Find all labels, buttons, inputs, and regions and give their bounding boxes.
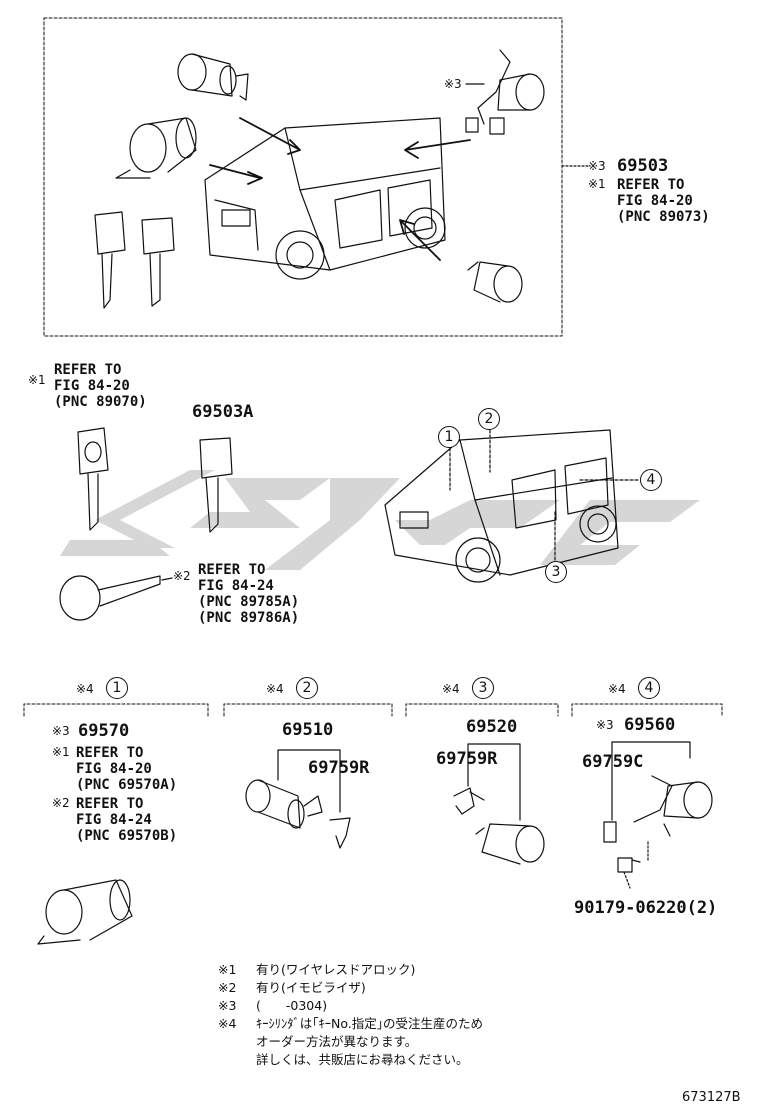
top-box-frame [43, 17, 563, 337]
top-box-ref-line-3: (PNC 89073) [617, 209, 710, 225]
group-4-cylinder [633, 775, 713, 837]
group-1-ref2-line-3: (PNC 69570B) [76, 828, 178, 844]
group-1-number: 1 [106, 677, 128, 699]
group-2-mark: ※4 [266, 682, 284, 696]
group-3-mark: ※4 [442, 682, 460, 696]
group-4-number: 4 [638, 677, 660, 699]
group-1-ref1-mark: ※1 [52, 745, 70, 759]
immobilizer-ref-mark: ※2 [173, 569, 191, 583]
group-2-lever [329, 817, 351, 849]
car-callout-4: 4 [640, 469, 662, 491]
immobilizer-ref-line-4: (PNC 89786A) [198, 610, 300, 626]
middle-car-drawing [384, 429, 619, 583]
group-2-bracket [223, 703, 393, 717]
key-ref-line-3: (PNC 89070) [54, 394, 147, 410]
key-remote [77, 427, 109, 531]
top-keys [94, 211, 175, 309]
group-1-ref1-line-2: FIG 84-20 [76, 761, 152, 777]
note-4-cont-2: 詳しくは、共販店にお尋ねください。 [256, 1052, 469, 1067]
top-box-ref-mark: ※1 [588, 177, 606, 191]
group-1-ref2-line-1: REFER TO [76, 796, 144, 812]
top-box-part-number: 69503 [617, 156, 669, 176]
group-3-sub-part-number: 69759R [436, 749, 498, 769]
group-4-bolt-number: 90179-06220(2) [574, 898, 718, 918]
top-ignition-cylinder [115, 117, 197, 179]
immobilizer-ref-line-2: FIG 84-24 [198, 578, 274, 594]
immobilizer-ref-line-1: REFER TO [198, 562, 266, 578]
car-callout-3: 3 [545, 561, 567, 583]
group-4-mark: ※4 [608, 682, 626, 696]
group-4-sub-part-number: 69759C [582, 752, 644, 772]
top-back-door-cylinder [465, 49, 545, 135]
group-4-part-number: 69560 [624, 715, 676, 735]
group-2-sub-part-number: 69759R [308, 758, 370, 778]
car-callout-2: 2 [478, 408, 500, 430]
top-box-ref-line-2: FIG 84-20 [617, 193, 693, 209]
key-69503a [199, 437, 233, 533]
group-3-part-number: 69520 [466, 717, 518, 737]
group-3-number: 3 [472, 677, 494, 699]
group-1-cylinder [37, 879, 133, 945]
group-2-number: 2 [296, 677, 318, 699]
top-rear-cylinder [467, 261, 523, 303]
group-1-ref1-line-1: REFER TO [76, 745, 144, 761]
group-1-ref2-line-2: FIG 84-24 [76, 812, 152, 828]
group-1-part-number: 69570 [78, 721, 130, 741]
group-3-cylinder [475, 823, 545, 865]
car-callout-1: 1 [438, 426, 460, 448]
top-car-drawing [204, 117, 446, 280]
key-ref-line-2: FIG 84-20 [54, 378, 130, 394]
group-4-sub-mark: ※3 [596, 718, 614, 732]
group-2-part-number: 69510 [282, 720, 334, 740]
diagram-id: 673127B [682, 1090, 741, 1105]
key-part-number: 69503A [192, 402, 254, 422]
group-4-bolt [617, 857, 641, 873]
top-door-cylinder-left [177, 53, 249, 101]
group-4-bracket [571, 703, 723, 717]
group-1-mark: ※4 [76, 682, 94, 696]
group-2-cylinder [245, 779, 323, 829]
key-immobilizer [59, 575, 173, 621]
group-1-bracket [23, 703, 209, 717]
immobilizer-ref-line-3: (PNC 89785A) [198, 594, 300, 610]
top-box-mark: ※3 [588, 159, 606, 173]
top-box-inner-mark: ※3 [444, 77, 462, 91]
top-box-ref-line-1: REFER TO [617, 177, 685, 193]
group-1-ref2-mark: ※2 [52, 796, 70, 810]
group-3-bracket [405, 703, 559, 717]
group-1-ref1-line-3: (PNC 69570A) [76, 777, 178, 793]
group-1-sub-mark: ※3 [52, 724, 70, 738]
note-4-cont-1: オーダー方法が異なります。 [256, 1034, 418, 1049]
group-4-lever [603, 821, 617, 843]
key-ref-mark: ※1 [28, 373, 46, 387]
group-3-lever [453, 787, 485, 815]
key-ref-line-1: REFER TO [54, 362, 122, 378]
note-3: ※3( -0304) [218, 998, 328, 1013]
